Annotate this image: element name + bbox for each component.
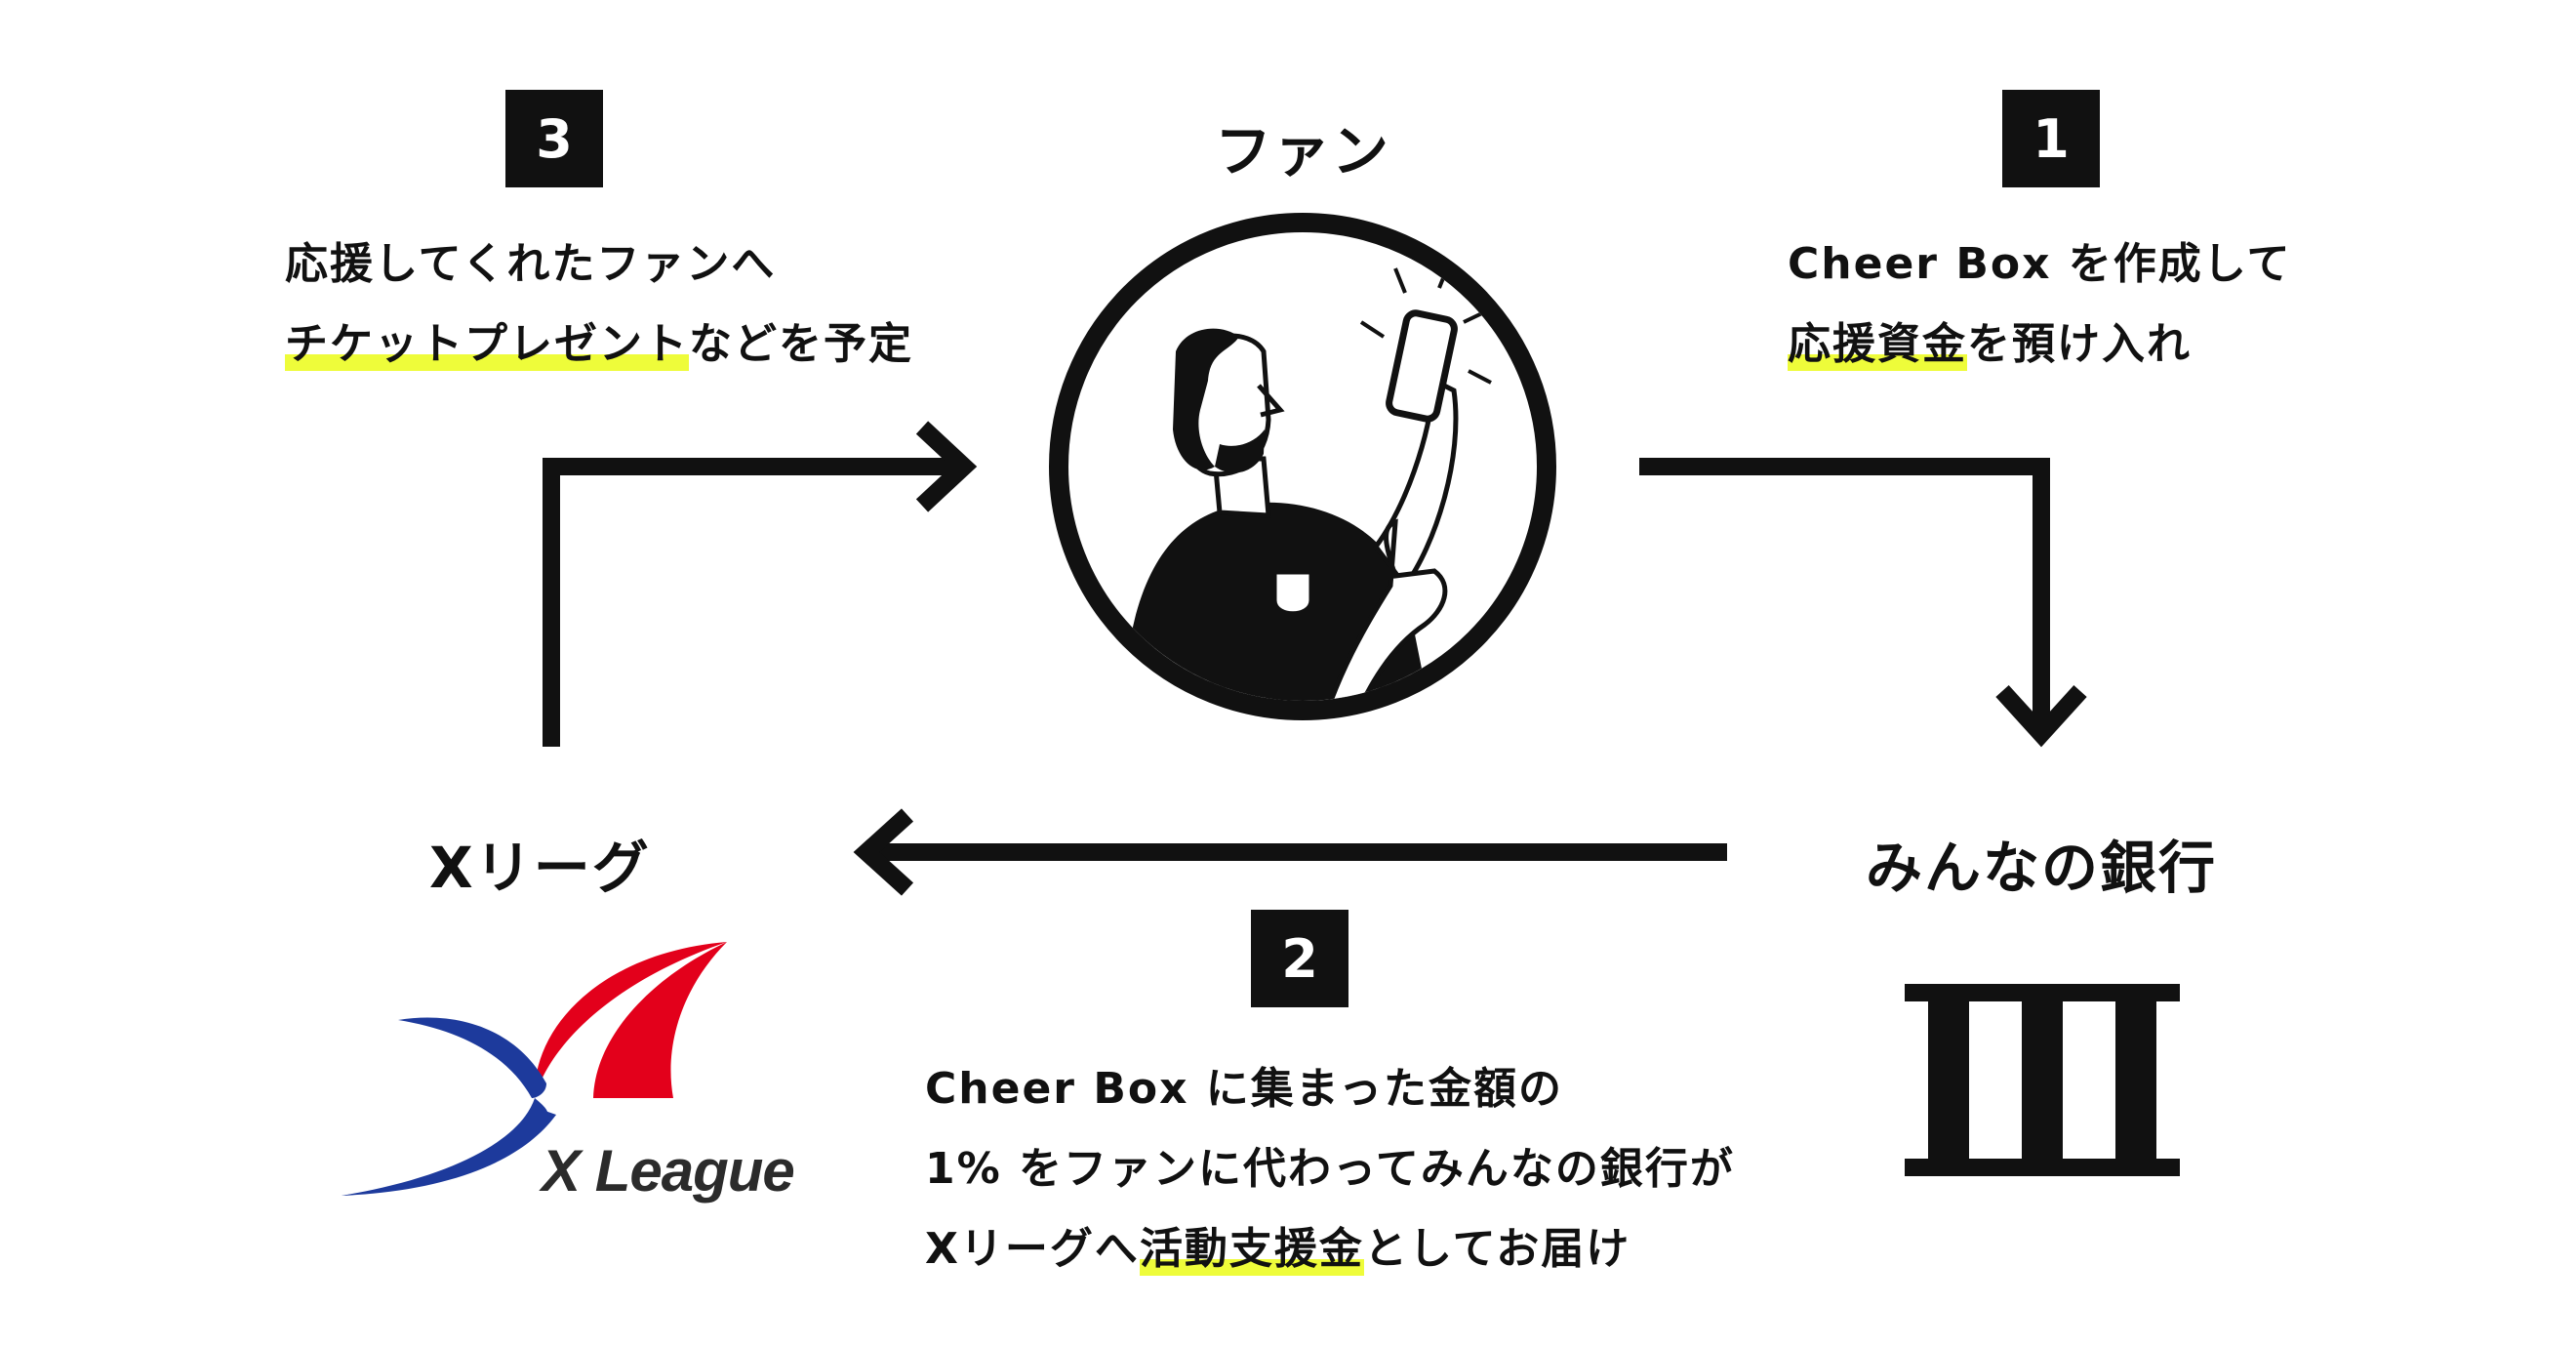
- step-3-highlight: チケットプレゼント: [285, 319, 689, 371]
- step-3-line-2: チケットプレゼントなどを予定: [285, 305, 913, 385]
- step-1-line-1: Cheer Box を作成して: [1788, 239, 2292, 289]
- step-badge-1: 1: [2002, 90, 2100, 187]
- step-2-highlight: 活動支援金: [1139, 1224, 1364, 1276]
- xleague-logo-mark: [342, 942, 727, 1196]
- xleague-title: Xリーグ: [429, 835, 651, 901]
- step-1-line-2: 応援資金を預け入れ: [1788, 305, 2291, 385]
- step-3-description: 応援してくれたファンへ チケットプレゼントなどを予定: [285, 224, 913, 385]
- bank-logo: [1905, 984, 2180, 1176]
- step-2-line-3-prefix: Xリーグへ: [925, 1224, 1140, 1274]
- step-3-line-1: 応援してくれたファンへ: [285, 239, 777, 289]
- arrow-fan-to-bank: [1639, 458, 2050, 727]
- step-badge-3: 3: [505, 90, 603, 187]
- step-1-highlight: 応援資金: [1788, 319, 1967, 371]
- step-3-line-2-rest: などを予定: [689, 319, 913, 369]
- xleague-logo-text: X League: [542, 1138, 795, 1204]
- step-2-line-3: Xリーグへ活動支援金としてお届け: [925, 1209, 1735, 1289]
- fan-title: ファン: [1215, 118, 1391, 184]
- step-badge-2: 2: [1251, 910, 1348, 1007]
- step-2-line-3-suffix: としてお届け: [1363, 1224, 1631, 1274]
- step-2-description: Cheer Box に集まった金額の 1% をファンに代わってみんなの銀行が X…: [925, 1049, 1735, 1289]
- bank-title: みんなの銀行: [1866, 835, 2218, 901]
- step-1-description: Cheer Box を作成して 応援資金を預け入れ: [1788, 224, 2291, 385]
- arrow-bank-to-xleague-head: [853, 808, 914, 896]
- arrow-xleague-to-fan-head: [915, 421, 978, 512]
- arrow-fan-to-bank-head: [1995, 684, 2087, 748]
- arrow-xleague-to-fan: [543, 458, 961, 747]
- step-2-line-2: 1% をファンに代わってみんなの銀行が: [925, 1144, 1735, 1194]
- step-2-line-1: Cheer Box に集まった金額の: [925, 1064, 1564, 1114]
- step-1-line-2-rest: を預け入れ: [1967, 319, 2192, 369]
- fan-illustration: [1049, 213, 1556, 720]
